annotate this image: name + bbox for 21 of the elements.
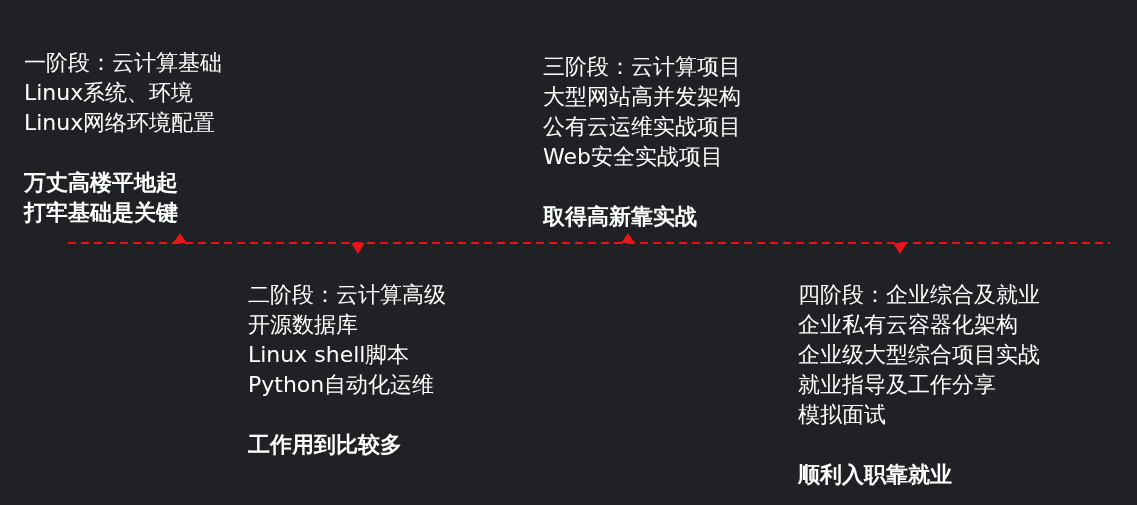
stage-text: Linux系统、环境	[24, 79, 194, 107]
stage-text: Python自动化运维	[248, 371, 435, 399]
stage-text: 三阶段：云计算项目	[543, 53, 741, 81]
stage-text: 模拟面试	[798, 401, 886, 429]
stage-text: 公有云运维实战项目	[543, 113, 741, 141]
stage-text: 大型网站高并发架构	[543, 83, 741, 111]
stage-text: 就业指导及工作分享	[798, 371, 996, 399]
stage-text: 企业私有云容器化架构	[798, 311, 1018, 339]
slogan-text: 打牢基础是关键	[24, 199, 178, 227]
slogan-text: 工作用到比较多	[248, 431, 402, 459]
stage-text: Linux shell脚本	[248, 341, 410, 369]
stage-text: 四阶段：企业综合及就业	[798, 281, 1040, 309]
slogan-text: 万丈高楼平地起	[24, 169, 178, 197]
stage-text: 二阶段：云计算高级	[248, 281, 446, 309]
stage-text: 企业级大型综合项目实战	[798, 341, 1040, 369]
stage-text: 一阶段：云计算基础	[24, 49, 222, 77]
stage-text: 开源数据库	[248, 311, 358, 339]
stage-text: Linux网络环境配置	[24, 109, 216, 137]
slogan-text: 顺利入职靠就业	[798, 461, 952, 489]
stage-text: Web安全实战项目	[543, 143, 723, 171]
slogan-text: 取得高新靠实战	[543, 203, 697, 231]
